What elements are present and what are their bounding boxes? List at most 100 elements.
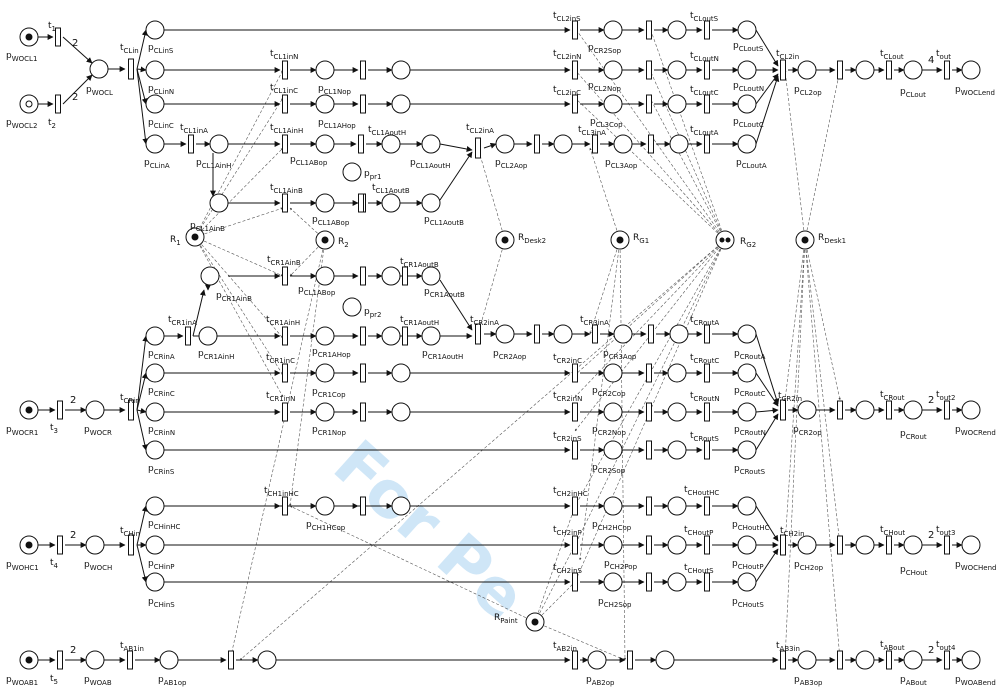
label-t-cloutc: tCLoutC [690,85,719,97]
transition-t-cl1ainh [282,134,288,154]
transition [837,400,843,420]
place-p-wocr [85,400,105,420]
label-r-g2: RG2 [740,237,756,249]
label-p-ch2hcop: pCH2HCop [592,520,632,532]
label-p-ab1op: pAB1op [158,675,187,687]
token [191,233,199,241]
label-r2: R2 [338,237,349,249]
transition-t-chouts [704,572,710,592]
place [257,650,277,670]
transition [646,572,652,592]
label-t4: t4 [50,558,59,570]
label-t-cr1ainb: tCR1AinB [267,255,301,267]
place-p-croutc [737,363,757,383]
label-r-desk1: RDesk1 [818,233,846,245]
place-p-cl2aop [495,134,515,154]
place [669,324,689,344]
transition-t-croutn [704,402,710,422]
place [667,535,687,555]
label-p-cr1ahop: pCR1AHop [312,347,351,359]
label-p-cl1ainh: pCL1AinH [196,158,231,170]
place [667,572,687,592]
label-p-crout: pCRout [900,429,927,441]
label-t-ab1in: tAB1in [120,641,144,653]
token [25,33,33,41]
label-p-cr2nop: pCR2Nop [592,425,626,437]
label-t-cr1ina: tCR1inA [168,315,197,327]
label-p-woch: pWOCH [84,560,112,572]
label-t-cr1inn: tCR1inN [266,391,295,403]
label-t-cr1aoutb: tCR1AoutB [400,257,439,269]
place [855,535,875,555]
place [381,326,401,346]
transition [648,324,654,344]
place-p-cl2sop [603,20,623,40]
transition-t-crin [128,399,134,421]
place-p-about [903,650,923,670]
label-p-chins: pCHinS [148,597,175,609]
label-p-clina: pCLinA [144,158,170,170]
place-p-pr2 [342,297,362,317]
transition-t-ch2inp [572,535,578,555]
label-t-clouta: tCLoutA [690,125,719,137]
transition-t-cr2ina [475,323,481,345]
place [667,363,687,383]
transition-t-cl1aoutb [358,193,364,213]
label-t-cl1inn: tCL1inN [270,49,298,61]
label-p-cl1nop: pCL1Nop [318,84,351,96]
label-p-chouts: pCHoutS [732,597,764,609]
label-t-cr2ins: tCR2inS [553,431,582,443]
place [667,94,687,114]
place-p-ch2hcop [603,496,623,516]
place [855,400,875,420]
label-p-cl1ahop: pCL1AHop [318,118,356,130]
label-p-cloutn: pCLoutN [733,81,764,93]
place-p-cr1nop [315,402,335,422]
place [667,440,687,460]
label-t-about: tABout [880,640,905,652]
label-p-ch2pop: pCH2Pop [604,559,638,571]
transition-t-cl2in [780,59,786,81]
transition-t-cr1inc [282,363,288,383]
label-t-cr1aouth: tCR1AoutH [400,315,439,327]
transition-t-cl2ins [572,20,578,40]
transition-t-croutc [704,363,710,383]
label-t-ch2ins: tCH2inS [553,563,583,575]
transition-t-clout [886,60,892,80]
place-p-clouts [737,20,757,40]
label-p-cr1ainh: pCR1AinH [198,349,234,361]
place-p-chouts [737,572,757,592]
transition [646,60,652,80]
transition [646,402,652,422]
label-t-clin: tCLin [120,43,139,55]
transition-t-cl2inn [572,60,578,80]
label-p-woab1: pWOAB1 [6,675,38,687]
label-p-wocr1: pWOCR1 [6,425,38,437]
transition-t-cr2in [780,399,786,421]
label-p-cr2aop: pCR2Aop [493,349,527,361]
label-p-clouts: pCLoutS [733,41,764,53]
place-p-cr1aoutb [421,266,441,286]
label-t-cloutn: tCLoutN [690,51,719,63]
arc-weight: 4 [928,55,934,66]
transition-t-cl2inc [572,94,578,114]
token [25,406,33,414]
transition-t-cloutc [704,94,710,114]
label-t-ch2in: tCH2in [780,526,805,538]
label-t-chouts: tCHoutS [684,563,714,575]
label-p-cr1aoutb: pCR1AoutB [424,287,465,299]
place-p-cl2nop [603,60,623,80]
transition-t-cl1inc [282,94,288,114]
place-p-crins [145,440,165,460]
token [501,236,509,244]
place-p-ch2op [797,535,817,555]
transition-t-out3 [944,535,950,555]
label-t-cr1ainh: tCR1AinH [266,315,300,327]
label-p-croutc: pCRoutC [734,386,766,398]
transition-t-cr1aoutb [402,266,408,286]
arc-weight: 2 [70,645,76,656]
label-t-choutp: tCHoutP [684,525,713,537]
label-t-chouthc: tCHoutHC [684,485,719,497]
label-r-paint: RPaint [494,613,518,625]
